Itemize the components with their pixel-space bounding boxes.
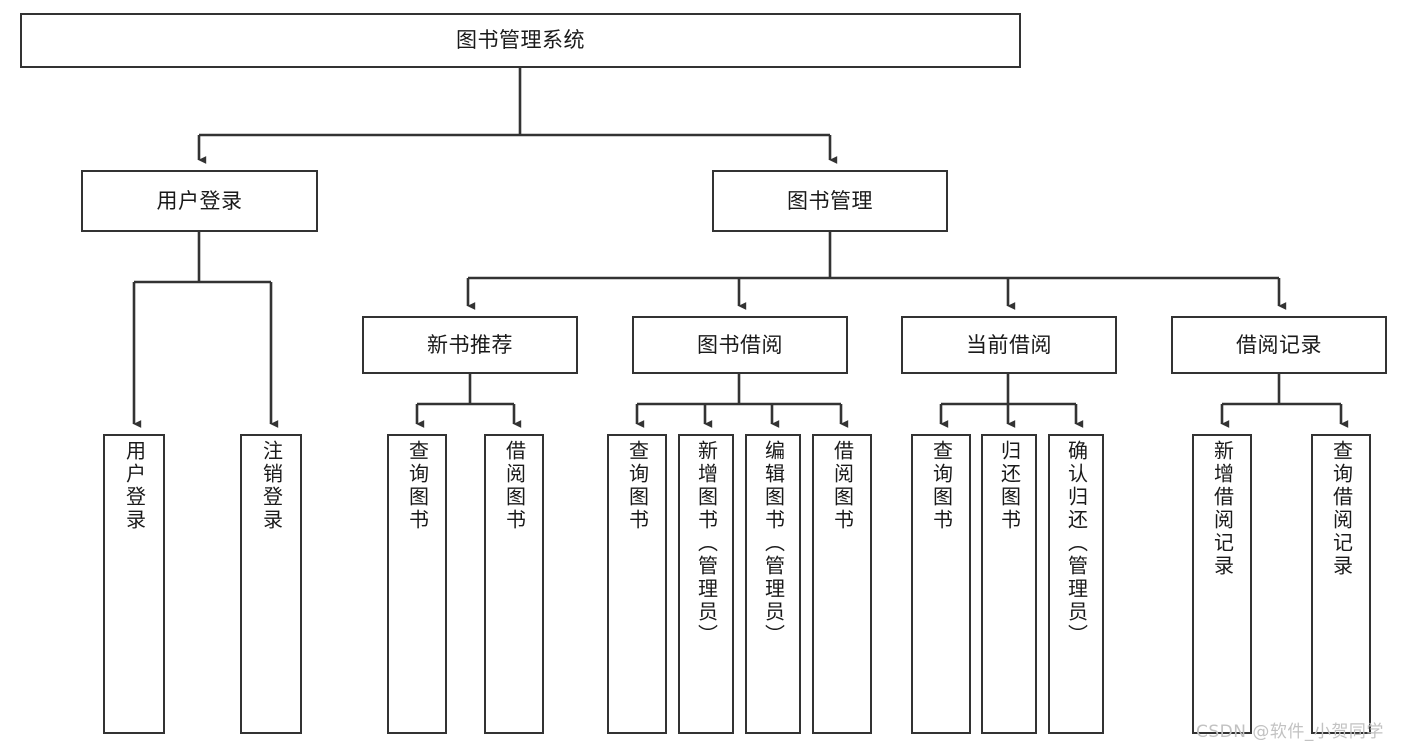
node-label: 用户登录 bbox=[122, 440, 147, 532]
node-book-management[interactable]: 图书管理 bbox=[712, 170, 948, 232]
node-borrow-records[interactable]: 借阅记录 bbox=[1171, 316, 1387, 374]
leaf-current-confirm-return-admin[interactable]: 确认归还（管理员） bbox=[1048, 434, 1104, 734]
node-label: 当前借阅 bbox=[966, 332, 1052, 357]
leaf-borrow-edit-book-admin[interactable]: 编辑图书（管理员） bbox=[745, 434, 801, 734]
leaf-records-add-record[interactable]: 新增借阅记录 bbox=[1192, 434, 1252, 734]
node-label: 用户登录 bbox=[156, 188, 243, 213]
node-label: 新增借阅记录 bbox=[1210, 440, 1235, 578]
node-root-system[interactable]: 图书管理系统 bbox=[20, 13, 1021, 68]
leaf-borrow-borrow-book[interactable]: 借阅图书 bbox=[812, 434, 872, 734]
node-label: 查询图书 bbox=[405, 440, 430, 532]
leaf-new-book-query[interactable]: 查询图书 bbox=[387, 434, 447, 734]
node-label: 查询图书 bbox=[929, 440, 954, 532]
node-label: 新增图书（管理员） bbox=[694, 440, 719, 647]
node-label: 新书推荐 bbox=[427, 332, 513, 357]
node-label: 借阅记录 bbox=[1236, 332, 1322, 357]
leaf-new-book-borrow[interactable]: 借阅图书 bbox=[484, 434, 544, 734]
node-label: 图书管理系统 bbox=[456, 28, 585, 53]
leaf-records-query-record[interactable]: 查询借阅记录 bbox=[1311, 434, 1371, 734]
node-book-borrow[interactable]: 图书借阅 bbox=[632, 316, 848, 374]
leaf-borrow-query-book[interactable]: 查询图书 bbox=[607, 434, 667, 734]
node-user-login[interactable]: 用户登录 bbox=[81, 170, 318, 232]
node-label: 归还图书 bbox=[997, 440, 1022, 532]
node-label: 借阅图书 bbox=[502, 440, 527, 532]
node-label: 借阅图书 bbox=[830, 440, 855, 532]
csdn-watermark: CSDN @软件_小贺同学 bbox=[1196, 722, 1384, 742]
node-label: 确认归还（管理员） bbox=[1064, 440, 1089, 647]
leaf-user-login-logout[interactable]: 注销登录 bbox=[240, 434, 302, 734]
leaf-current-return-book[interactable]: 归还图书 bbox=[981, 434, 1037, 734]
node-label: 查询图书 bbox=[625, 440, 650, 532]
node-label: 查询借阅记录 bbox=[1329, 440, 1354, 578]
node-label: 图书管理 bbox=[787, 188, 873, 213]
leaf-current-query-book[interactable]: 查询图书 bbox=[911, 434, 971, 734]
leaf-user-login-login[interactable]: 用户登录 bbox=[103, 434, 165, 734]
leaf-borrow-add-book-admin[interactable]: 新增图书（管理员） bbox=[678, 434, 734, 734]
node-label: 编辑图书（管理员） bbox=[761, 440, 786, 647]
node-label: 图书借阅 bbox=[697, 332, 783, 357]
node-current-borrow[interactable]: 当前借阅 bbox=[901, 316, 1117, 374]
node-new-book-recommend[interactable]: 新书推荐 bbox=[362, 316, 578, 374]
node-label: 注销登录 bbox=[259, 440, 284, 532]
